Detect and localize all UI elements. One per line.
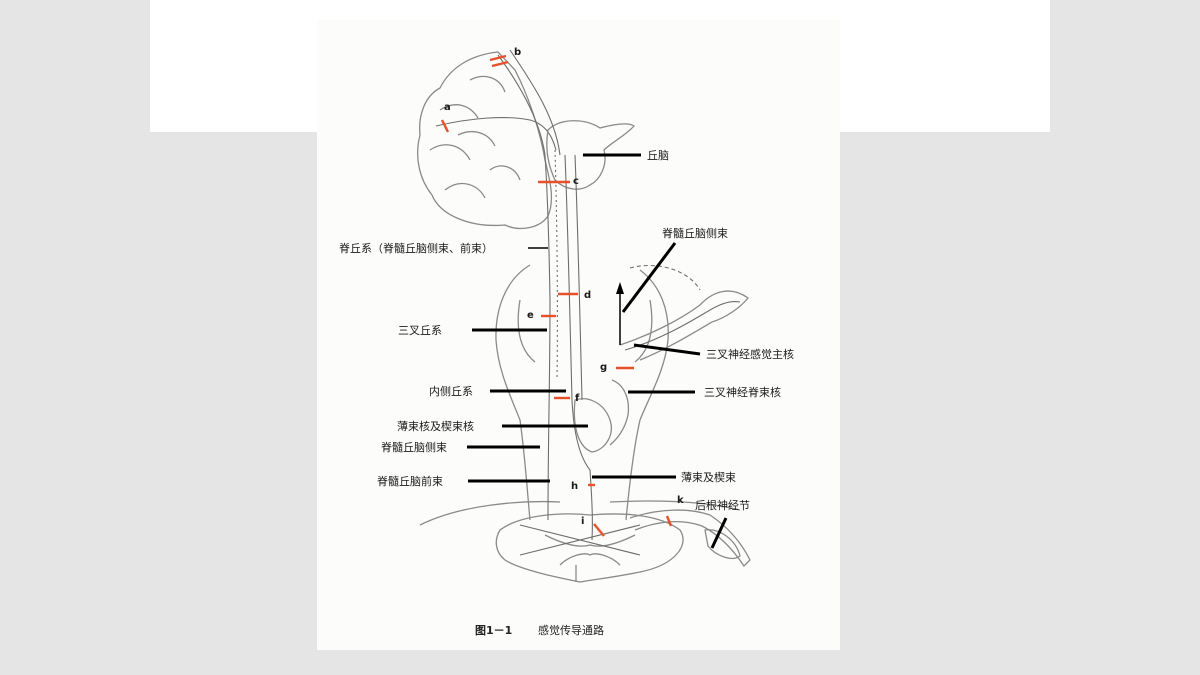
letter-d: d [584, 290, 591, 301]
trigeminal-dashed-arc [629, 264, 701, 291]
lesion-mark-b2 [491, 60, 509, 68]
brainstem-outline [495, 264, 669, 521]
label-lateral-spinothalamic: 脊髓丘脑侧束 [381, 440, 447, 454]
label-trigeminal-lemniscus: 三叉丘系 [398, 324, 442, 337]
spinal-cord-section [495, 513, 684, 583]
figure-panel [317, 20, 840, 650]
label-anterior-spinothalamic: 脊髓丘脑前束 [377, 474, 443, 488]
lesion-mark-b [489, 54, 507, 62]
label-trigeminal-spinal: 三叉神经脊束核 [704, 385, 781, 399]
lesion-mark-a [440, 119, 450, 133]
caption-number: 图1－1 [475, 624, 512, 637]
trigeminal-spinal-nucleus-shape [609, 379, 630, 446]
caption-title: 感觉传导通路 [538, 624, 604, 637]
nucleus-gracilis-area [573, 398, 612, 453]
label-trigeminal-principal: 三叉神经感觉主核 [706, 347, 794, 361]
radiation-to-cortex-2 [509, 49, 561, 156]
cortex-gyri [429, 75, 521, 199]
crossing-fibers [519, 524, 641, 556]
trigeminal-fibers [624, 300, 741, 351]
dorsal-root [629, 509, 751, 568]
label-spinothalamic-system: 脊丘系（脊髓丘脑侧束、前束） [339, 241, 493, 255]
medial-lemniscus-line-1 [564, 154, 593, 541]
spinal-cord-upper-contour [419, 500, 741, 526]
thalamus-shape [546, 120, 635, 190]
radiation-to-cortex-1 [497, 54, 546, 156]
corpus-callosum-tract [435, 117, 557, 151]
medial-lemniscus-line-2 [574, 154, 583, 401]
letter-h: h [571, 481, 578, 492]
letter-g: g [600, 362, 607, 373]
lesion-mark-i [593, 523, 605, 537]
label-lateral-spinothalamic-top: 脊髓丘脑侧束 [662, 226, 728, 240]
trigeminal-nerve [619, 290, 749, 361]
label-gracile-nuclei: 薄束核及楔束核 [397, 419, 474, 433]
lesion-mark-k [665, 515, 673, 527]
leader-trigeminal-principal [633, 343, 701, 356]
ascending-arrow-head [616, 282, 624, 294]
cerebral-cortex-outline [417, 51, 553, 230]
pons-bulge [517, 299, 653, 363]
label-thalamus: 丘脑 [647, 149, 669, 162]
letter-a: a [444, 102, 451, 113]
label-gracile-fasciculi: 薄束及楔束 [681, 470, 736, 484]
letter-k: k [677, 495, 684, 506]
letter-i: i [581, 516, 584, 527]
letter-c: c [573, 176, 579, 187]
spinal-grey-matter [544, 534, 636, 566]
spinothalamic-dashed-line [554, 149, 558, 381]
letter-b: b [514, 47, 521, 58]
spinothalamic-tract-line [544, 154, 551, 521]
label-medial-lemniscus: 内侧丘系 [429, 384, 473, 398]
leader-lateral-spinothalamic-top [621, 242, 677, 313]
letter-e: e [527, 310, 534, 321]
leader-dorsal-root-ganglion [710, 517, 728, 549]
letter-f: f [575, 393, 580, 404]
label-dorsal-root-ganglion: 后根神经节 [695, 498, 750, 512]
